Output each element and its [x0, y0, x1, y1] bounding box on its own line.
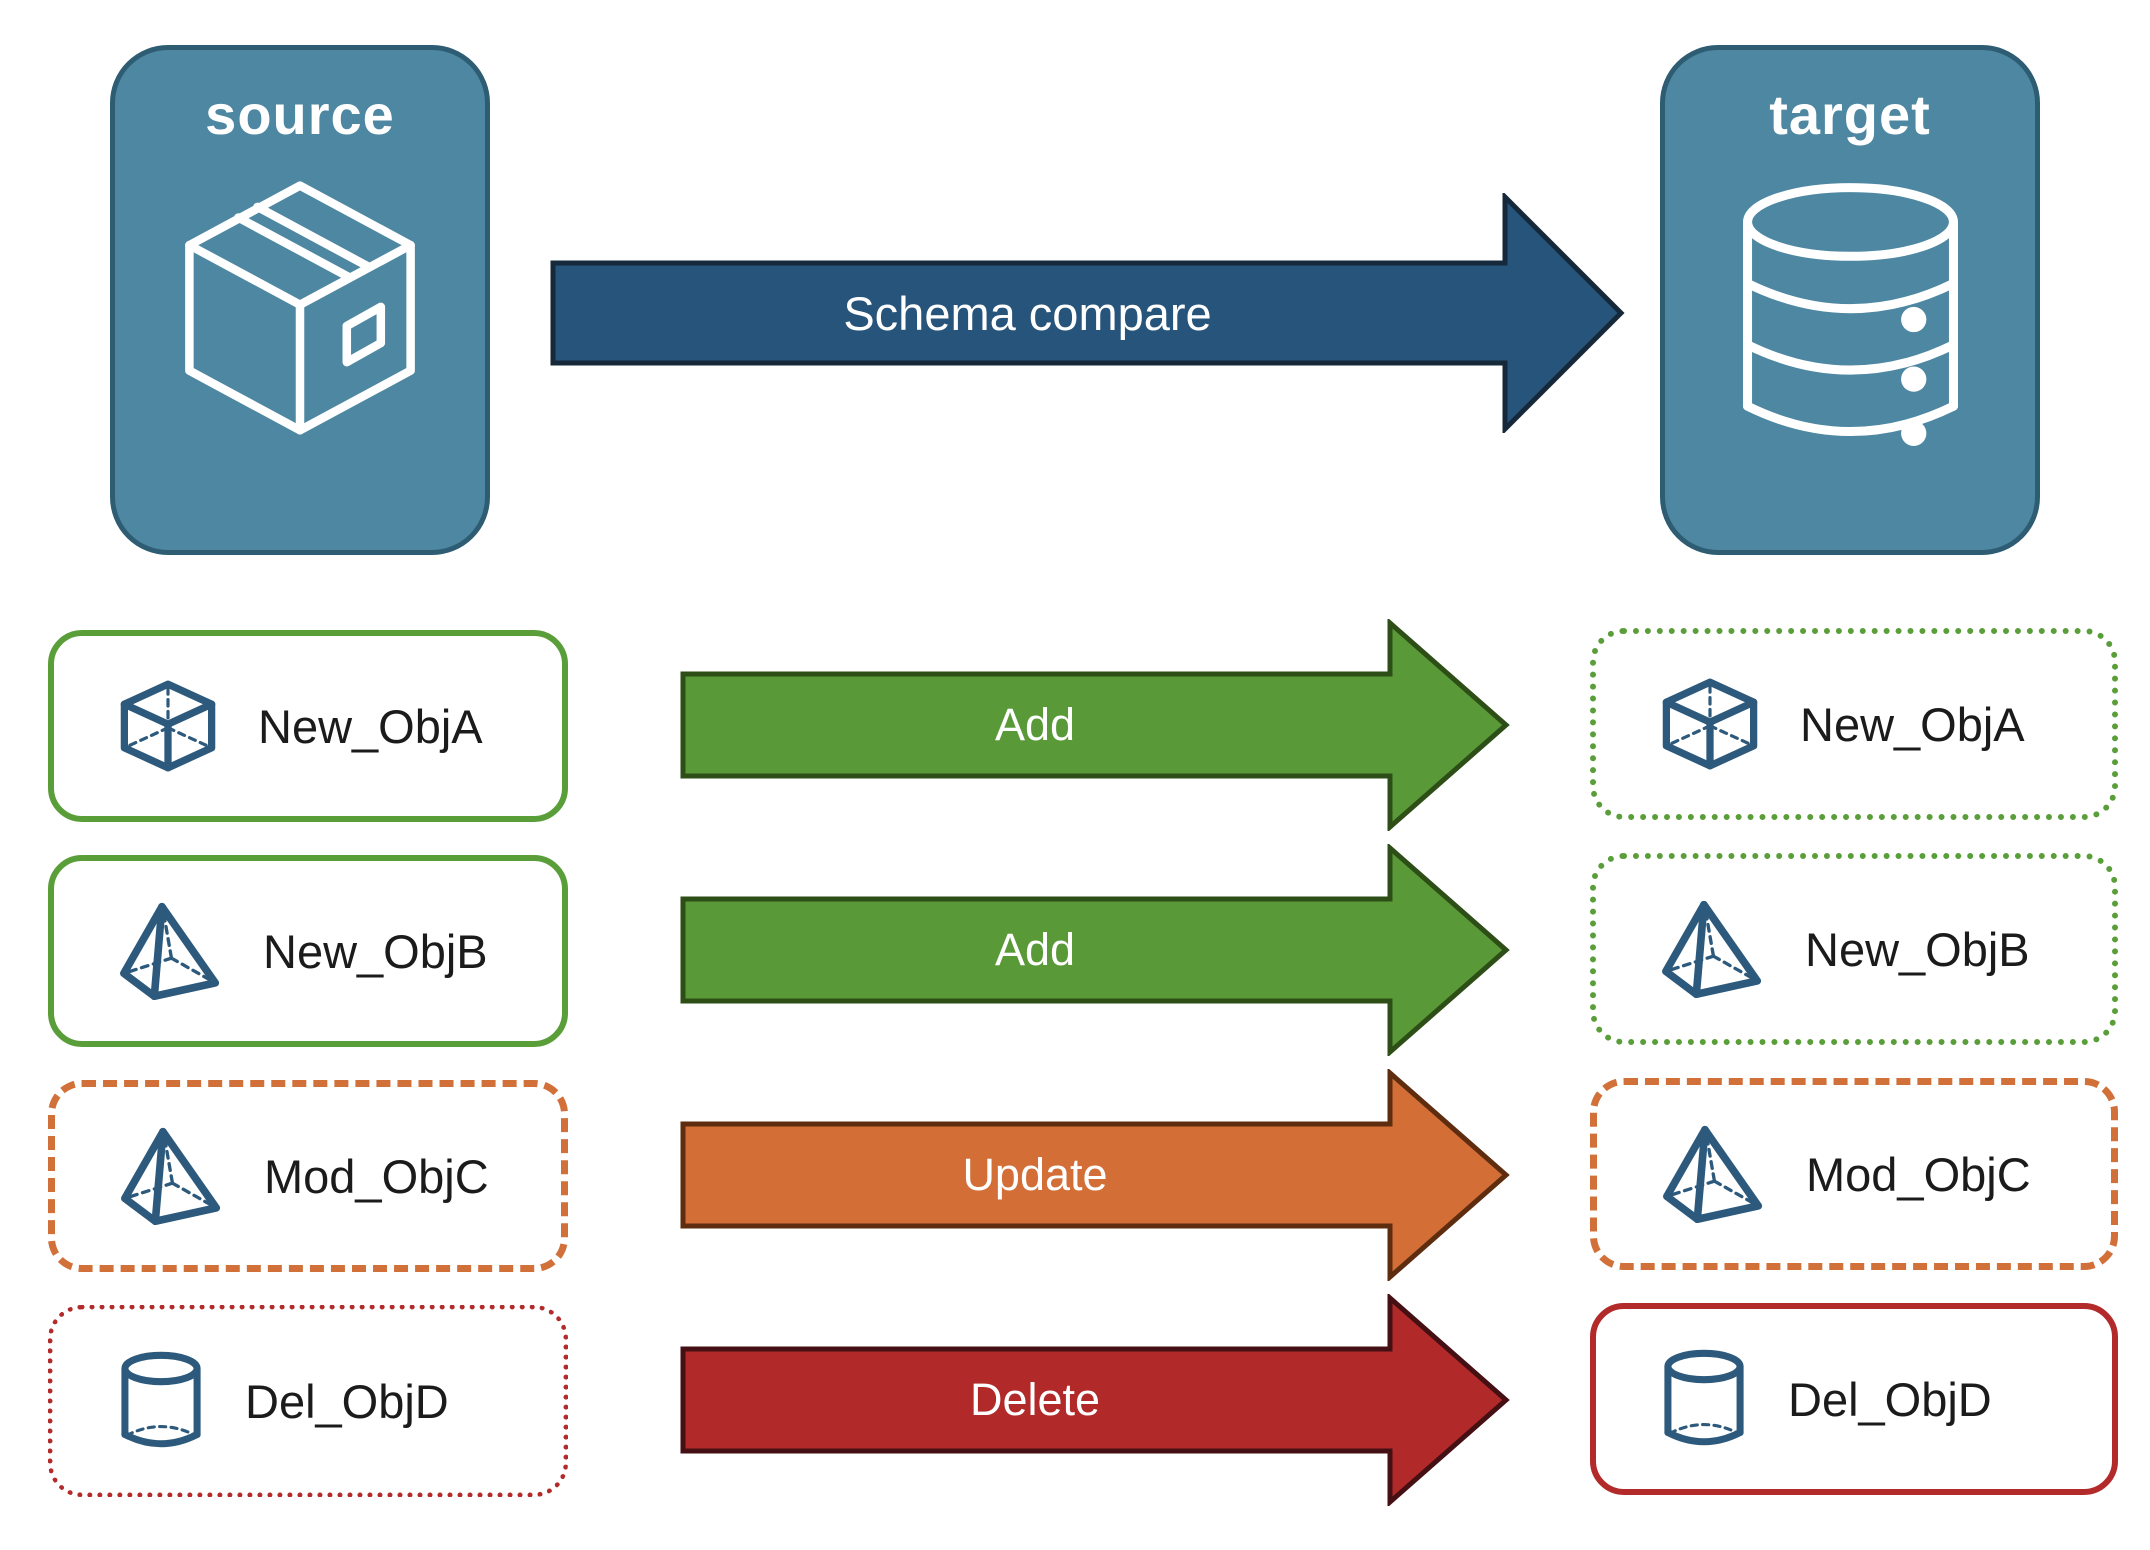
target-object-mod-objc: Mod_ObjC: [1590, 1078, 2118, 1270]
object-label: Mod_ObjC: [1806, 1147, 2031, 1201]
target-node: target: [1660, 45, 2040, 555]
pyramid-icon: [120, 902, 220, 1001]
object-label: New_ObjB: [263, 924, 488, 978]
target-object-new-objb: New_ObjB: [1590, 853, 2118, 1045]
target-object-new-obja: New_ObjA: [1590, 628, 2118, 820]
source-object-del-objd: Del_ObjD: [48, 1305, 568, 1497]
add-arrow-2: Add: [680, 842, 1510, 1058]
schema-compare-arrow: Schema compare: [550, 190, 1625, 436]
target-object-del-objd: Del_ObjD: [1590, 1303, 2118, 1495]
source-object-mod-objc: Mod_ObjC: [48, 1080, 568, 1272]
schema-compare-label: Schema compare: [843, 286, 1212, 340]
cube-icon: [1662, 678, 1758, 770]
object-label: Mod_ObjC: [264, 1149, 489, 1203]
source-object-new-objb: New_ObjB: [48, 855, 568, 1047]
delete-arrow-label: Delete: [969, 1374, 1101, 1425]
pyramid-icon: [1663, 1125, 1763, 1224]
add-arrow-1: Add: [680, 617, 1510, 833]
delete-arrow-shape: [680, 1292, 1510, 1508]
pyramid-icon: [1662, 900, 1762, 999]
cube-icon: [120, 680, 216, 772]
object-label: New_ObjB: [1805, 922, 2030, 976]
schema-compare-arrow-shape: [550, 190, 1625, 436]
add-arrow-shape: [680, 842, 1510, 1058]
add-arrow-label: Add: [994, 924, 1076, 975]
cylinder-icon: [121, 1351, 201, 1447]
pyramid-icon: [121, 1127, 221, 1226]
object-label: New_ObjA: [1800, 697, 2025, 751]
database-icon: [1742, 183, 1958, 446]
cylinder-icon: [1664, 1349, 1744, 1445]
update-arrow-shape: [680, 1067, 1510, 1283]
update-arrow-label: Update: [962, 1149, 1108, 1200]
target-label: target: [1769, 83, 1931, 146]
add-arrow-label: Add: [994, 699, 1076, 750]
source-object-new-obja: New_ObjA: [48, 630, 568, 822]
add-arrow-shape: [680, 617, 1510, 833]
package-icon: [185, 181, 415, 435]
object-label: Del_ObjD: [1788, 1372, 1992, 1426]
object-label: Del_ObjD: [245, 1374, 449, 1428]
source-node: source: [110, 45, 490, 555]
delete-arrow: Delete: [680, 1292, 1510, 1508]
update-arrow: Update: [680, 1067, 1510, 1283]
source-label: source: [205, 83, 395, 146]
object-label: New_ObjA: [258, 699, 483, 753]
